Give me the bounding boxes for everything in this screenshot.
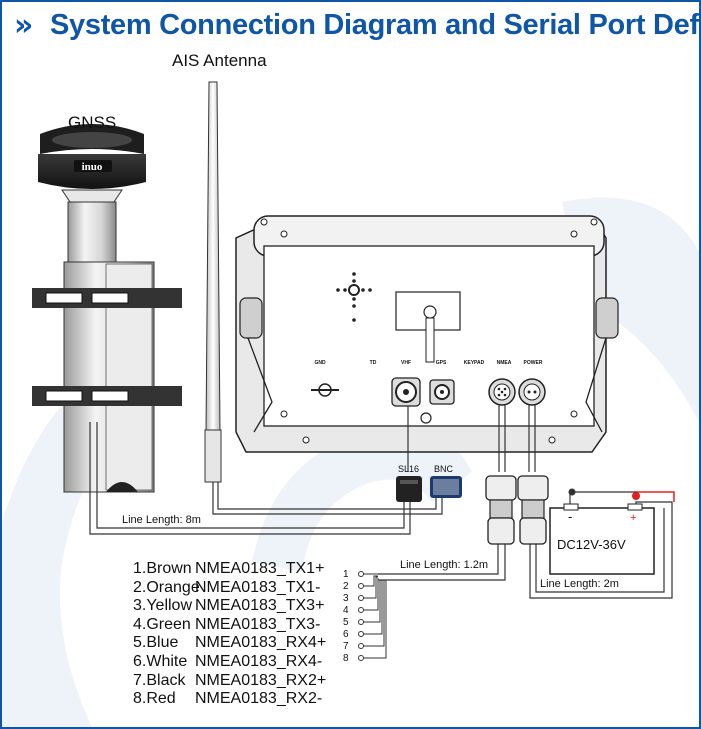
wire-signal: NMEA0183_RX4+ (195, 634, 327, 652)
positive-wire (635, 491, 675, 502)
wire-color: 6.White (133, 652, 188, 670)
port-label-power: POWER (524, 360, 543, 366)
nmea-wire-fanout (364, 573, 387, 659)
power-cable-connector (517, 475, 549, 545)
battery-plus-label: + (630, 512, 636, 524)
power-supply-label: DC12V-36V (557, 537, 626, 552)
wire-signal: NMEA0183_RX2+ (195, 671, 327, 689)
list-item: 6.White NMEA0183_RX4- (133, 653, 326, 672)
pin-number: 2 (343, 581, 349, 592)
wire-signal: NMEA0183_TX1- (195, 578, 321, 596)
vhf-bnc-port (391, 377, 421, 407)
bnc-label: BNC (434, 464, 454, 474)
ais-antenna (204, 81, 222, 483)
list-item: 7.Black NMEA0183_RX2+ (133, 672, 326, 691)
ais-transceiver-device: GND TD VHF GPS KEYPAD NMEA POWER (235, 215, 619, 453)
chevron-right-double-icon: » (14, 8, 34, 43)
port-label-gnd: GND (314, 360, 326, 366)
list-item: 5.Blue NMEA0183_RX4+ (133, 634, 326, 653)
port-label-keypad: KEYPAD (464, 360, 485, 366)
wire-color: 3.Yellow (133, 597, 193, 615)
bnc-connector (430, 476, 462, 498)
wire-color: 5.Blue (133, 634, 179, 652)
pin-number: 5 (343, 617, 349, 628)
port-label-nmea: NMEA (497, 360, 512, 366)
pin-numbers: 1 2 3 4 5 6 7 8 (343, 569, 349, 664)
gnss-brand-logo: inuo (82, 161, 103, 173)
wire-signal: NMEA0183_TX1+ (195, 560, 325, 577)
positive-terminal-dot (632, 492, 640, 500)
line-length-nmea-label: Line Length: 1.2m (400, 559, 488, 571)
wire-signal: NMEA0183_RX2- (195, 690, 323, 708)
nmea-cable-connector (485, 475, 517, 545)
power-port (518, 378, 546, 406)
ais-antenna-label: AIS Antenna (172, 51, 267, 70)
port-label-td: TD (370, 360, 377, 366)
sl16-label: SL16 (398, 464, 419, 474)
pin-number: 3 (343, 593, 349, 604)
compass-mark (336, 272, 372, 322)
port-label-vhf: VHF (401, 360, 411, 366)
nmea-wire-terminals (358, 571, 364, 661)
sl16-connector (396, 476, 422, 502)
pin-number: 4 (343, 605, 349, 616)
nmea-port (488, 378, 516, 406)
wire-color: 2.Orange (133, 578, 200, 596)
pin-number: 1 (343, 569, 349, 580)
wire-signal: NMEA0183_TX3- (195, 615, 321, 633)
battery-icon (549, 503, 655, 575)
wire-color: 4.Green (133, 615, 191, 633)
pin-number: 8 (343, 653, 349, 664)
gnd-terminal (311, 383, 339, 397)
wire-color: 1.Brown (133, 560, 192, 577)
page-title: System Connection Diagram and Serial Por… (50, 9, 699, 41)
port-label-gps: GPS (436, 360, 447, 366)
gnss-label: GNSS (68, 113, 116, 132)
list-item: 8.Red NMEA0183_RX2- (133, 690, 326, 709)
gnss-antenna (32, 124, 182, 493)
wire-signal: NMEA0183_TX3+ (195, 597, 325, 615)
pin-number: 7 (343, 641, 349, 652)
line-length-main-label: Line Length: 8m (122, 514, 201, 526)
battery-minus-label: - (568, 509, 572, 524)
cables (89, 405, 673, 599)
title-bar: » System Connection Diagram and Serial P… (2, 2, 699, 56)
pin-number: 6 (343, 629, 349, 640)
wire-signal: NMEA0183_RX4- (195, 652, 323, 670)
wire-color: 8.Red (133, 690, 176, 708)
gps-port (429, 379, 455, 405)
wire-color: 7.Black (133, 671, 186, 689)
line-length-power-label: Line Length: 2m (540, 578, 619, 590)
